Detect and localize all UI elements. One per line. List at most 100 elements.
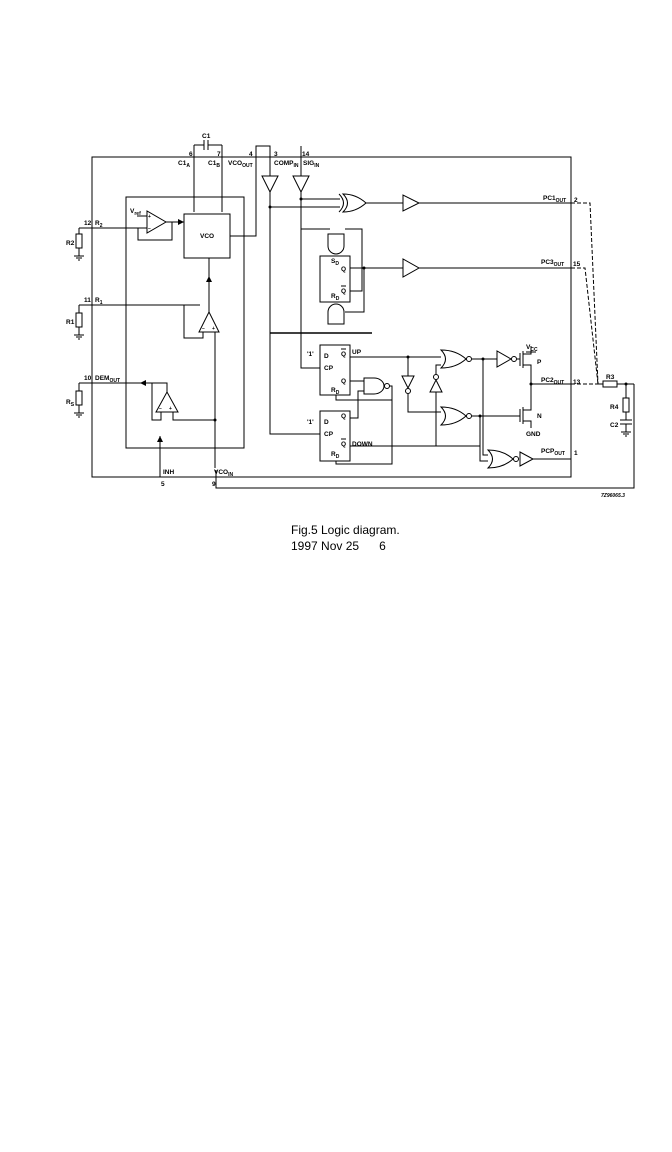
down-inverter <box>429 378 443 393</box>
pc1-out-label: PC1OUT <box>543 195 566 204</box>
r1-resistor <box>75 312 83 328</box>
pin-10: 10 <box>84 375 92 382</box>
pc3-out-label: PC3OUT <box>541 259 564 268</box>
sr-r-label: RD <box>331 293 340 302</box>
sr-bottom-and-gate <box>327 303 345 325</box>
reset-nand-gate <box>363 377 385 395</box>
down-flipflop <box>319 410 351 462</box>
comp-in-trunk <box>269 192 320 435</box>
pin-9: 9 <box>212 481 216 488</box>
c2-label: C2 <box>610 422 619 429</box>
r3-label: R3 <box>606 374 615 381</box>
pin-5: 5 <box>161 481 165 488</box>
footer-line: 1997 Nov 25 6 <box>291 538 400 554</box>
rs-ext-label: RS <box>66 399 75 408</box>
r2-ext-label: R2 <box>66 240 75 247</box>
r1-ext-label: R1 <box>66 319 75 326</box>
sr-qbar-label: Q <box>341 288 346 295</box>
rs-resistor <box>75 390 83 406</box>
pin-4: 4 <box>249 151 253 158</box>
down-nor-gate <box>439 406 472 426</box>
n-mosfet <box>519 384 532 428</box>
r4-label: R4 <box>610 404 619 411</box>
pin-14: 14 <box>302 151 310 158</box>
ff2-q-label: Q <box>341 413 346 420</box>
demod-opamp-plus: + <box>169 406 172 412</box>
up-nor-gate <box>439 349 472 369</box>
vref-opamp-minus: − <box>148 226 151 232</box>
ff1-q-label: Q <box>341 378 346 385</box>
vref-label: Vref <box>130 208 141 217</box>
vco-in-opamp <box>198 310 220 333</box>
vco-in-label: VCOIN <box>214 469 233 478</box>
down-label: DOWN <box>352 441 373 448</box>
ground-symbol <box>621 431 631 437</box>
p-label: P <box>537 359 542 366</box>
page-number: 6 <box>379 539 386 553</box>
footer-date: 1997 Nov 25 <box>291 539 360 553</box>
demod-opamp-minus: − <box>159 406 162 412</box>
drawing-code: 7Z96065.3 <box>601 493 625 499</box>
vco-block-label: VCO <box>200 233 214 240</box>
ff2-rd-label: RD <box>331 451 340 460</box>
up-inverter <box>401 375 415 390</box>
inh-label: INH <box>163 469 175 476</box>
ff2-cp-label: CP <box>324 431 334 438</box>
up-out-buffer <box>496 350 513 368</box>
pin-12: 12 <box>84 220 92 227</box>
vref-opamp <box>146 210 167 234</box>
gnd-label: GND <box>526 431 541 438</box>
pin-11: 11 <box>84 297 91 304</box>
r1-label: R1 <box>95 297 103 306</box>
pin-6: 6 <box>189 151 193 158</box>
pin-2: 2 <box>574 197 578 204</box>
ff1-d-label: D <box>324 353 329 360</box>
ff1-one-label: '1' <box>307 351 314 358</box>
dem-out-label: DEMOUT <box>95 375 120 384</box>
pc1-dashed-link <box>571 202 599 385</box>
loop-back-wire <box>215 384 635 489</box>
ff2-qbar-label: Q <box>341 441 346 448</box>
ff2-one-label: '1' <box>307 419 314 426</box>
figure-caption-block: Fig.5 Logic diagram. 1997 Nov 25 6 <box>291 522 400 554</box>
r3-resistor <box>602 380 618 388</box>
pc3-out-buffer <box>402 258 421 278</box>
comp-in-buffer <box>261 175 279 194</box>
vcc-label: VCC <box>526 344 538 353</box>
vco-in-opamp-plus: + <box>212 326 215 332</box>
r2-label: R2 <box>95 220 103 229</box>
pcp-out-buffer <box>519 451 535 467</box>
pc1-xor-gate <box>338 193 367 213</box>
sr-flipflop <box>319 255 351 303</box>
c1b-label: C1B <box>208 160 220 169</box>
pcp-out-label: PCPOUT <box>541 448 565 457</box>
vco-block <box>183 213 231 259</box>
pin-7: 7 <box>217 151 221 158</box>
sr-q-label: Q <box>341 266 346 273</box>
ff2-d-label: D <box>324 419 329 426</box>
c1-capacitor <box>193 140 223 212</box>
r2-resistor <box>75 233 83 249</box>
sig-in-buffer <box>292 175 310 194</box>
chip-outline <box>91 156 572 478</box>
up-label: UP <box>352 349 362 356</box>
vco-out-label: VCOOUT <box>228 160 253 169</box>
c1-label: C1 <box>202 133 211 140</box>
sr-top-and-gate <box>327 233 345 255</box>
n-label: N <box>537 413 542 420</box>
ff1-qbar-label: Q <box>341 351 346 358</box>
vco-in-opamp-minus: − <box>202 326 205 332</box>
demod-opamp <box>155 390 179 413</box>
pin-15: 15 <box>573 261 581 268</box>
c1a-label: C1A <box>178 160 190 169</box>
r4-resistor <box>622 397 630 413</box>
pc1-out-buffer <box>402 194 421 212</box>
pin-1: 1 <box>574 450 578 457</box>
pin-3: 3 <box>274 151 278 158</box>
sig-in-trunk <box>300 192 320 369</box>
sig-in-label: SIGIN <box>303 160 320 169</box>
figure-caption: Fig.5 Logic diagram. <box>291 523 400 537</box>
sr-s-label: SD <box>331 258 339 267</box>
vco-section-outline <box>125 196 245 449</box>
